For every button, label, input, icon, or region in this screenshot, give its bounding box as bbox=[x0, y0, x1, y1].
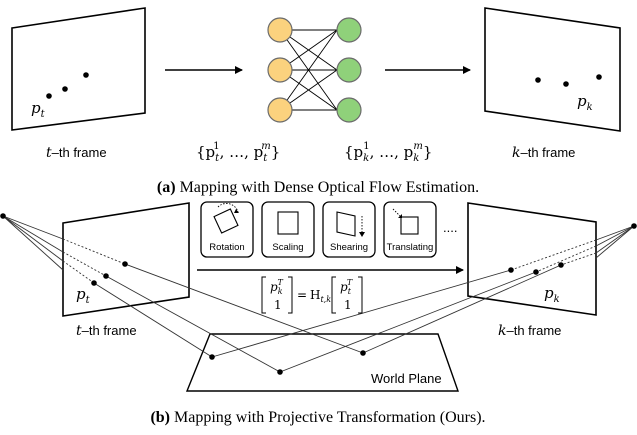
panel-a: pt t–th frame bbox=[11, 7, 621, 196]
point-dot bbox=[535, 77, 541, 83]
set-notation-t: {pt1, …, ptm} bbox=[196, 141, 280, 164]
svg-text:1: 1 bbox=[344, 298, 352, 312]
point-dot bbox=[596, 74, 602, 80]
frame-label-k-a: k–th frame bbox=[512, 145, 575, 161]
svg-text:=: = bbox=[297, 288, 307, 302]
point-dot bbox=[46, 93, 52, 99]
svg-text:pk: pk bbox=[544, 284, 560, 305]
transform-label: Scaling bbox=[272, 242, 303, 253]
projection-rays bbox=[2, 215, 635, 373]
node-input bbox=[267, 57, 293, 83]
svg-text:Ht,k: Ht,k bbox=[310, 288, 331, 304]
shearing-icon bbox=[336, 211, 365, 237]
world-point bbox=[360, 350, 366, 356]
world-plane bbox=[185, 333, 459, 392]
transform-ellipsis: .... bbox=[443, 220, 457, 235]
transform-box-translating: Translating bbox=[383, 201, 437, 258]
svg-text:pt: pt bbox=[31, 99, 46, 120]
node-output bbox=[336, 17, 362, 43]
world-point bbox=[209, 354, 215, 360]
transform-label: Shearing bbox=[330, 242, 368, 253]
svg-text:1: 1 bbox=[274, 298, 282, 312]
svg-text:pt: pt bbox=[76, 285, 91, 306]
frame-label-t-b: t–th frame bbox=[76, 323, 137, 339]
homography-equation: pkT 1 = Ht,k ptT 1 bbox=[261, 276, 363, 314]
node-output bbox=[336, 97, 362, 123]
transform-label: Translating bbox=[387, 242, 434, 253]
camera-center-left bbox=[0, 213, 6, 219]
frame-k-a bbox=[484, 7, 621, 132]
transform-box-shearing: Shearing bbox=[322, 201, 376, 258]
caption-a: (a) Mapping with Dense Optical Flow Esti… bbox=[157, 179, 479, 196]
point-dot bbox=[91, 280, 97, 286]
point-dot bbox=[508, 267, 514, 273]
transform-box-scaling: Scaling bbox=[261, 201, 315, 258]
scaling-icon bbox=[277, 211, 299, 235]
frame-t-b bbox=[62, 202, 190, 317]
frame-t-a bbox=[11, 7, 146, 131]
point-label-pt-b-sub: t bbox=[86, 295, 91, 306]
svg-text:pkT: pkT bbox=[270, 278, 284, 296]
node-output bbox=[336, 57, 362, 83]
point-dot bbox=[62, 86, 68, 92]
node-input bbox=[267, 17, 293, 43]
point-dot bbox=[122, 261, 128, 267]
caption-b: (b) Mapping with Projective Transformati… bbox=[150, 409, 485, 426]
point-label-pt-a-sub: t bbox=[41, 109, 46, 120]
point-label-pt-b: p bbox=[76, 285, 86, 303]
panel-b: World Plane bbox=[0, 201, 637, 426]
translating-icon bbox=[392, 208, 419, 235]
transform-box-rotation: Rotation bbox=[200, 201, 254, 258]
point-label-pk-a-sub: k bbox=[587, 102, 593, 113]
network-input-nodes bbox=[267, 17, 293, 123]
network-output-nodes bbox=[336, 17, 362, 123]
point-dot bbox=[103, 273, 109, 279]
point-dot bbox=[83, 72, 89, 78]
frame-label-t-a: t–th frame bbox=[46, 145, 107, 161]
world-point bbox=[277, 369, 283, 375]
point-label-pk-b-sub: k bbox=[554, 294, 560, 305]
frame-label-k-b: k–th frame bbox=[498, 323, 561, 339]
point-dot bbox=[563, 81, 569, 87]
rotation-icon bbox=[213, 203, 239, 234]
point-dot bbox=[558, 262, 564, 268]
frame-k-b bbox=[467, 202, 597, 316]
camera-center-right bbox=[631, 223, 637, 229]
node-input bbox=[267, 97, 293, 123]
svg-text:ptT: ptT bbox=[340, 278, 353, 296]
transform-label: Rotation bbox=[209, 242, 244, 253]
point-label-pt-a: p bbox=[31, 99, 41, 117]
svg-text:pk: pk bbox=[577, 92, 593, 113]
point-label-pk-b: p bbox=[544, 284, 554, 302]
point-label-pk-a: p bbox=[577, 92, 587, 110]
point-dot bbox=[533, 269, 539, 275]
set-notation-k: {pk1, …, pkm} bbox=[344, 141, 432, 164]
world-plane-label: World Plane bbox=[371, 371, 442, 386]
